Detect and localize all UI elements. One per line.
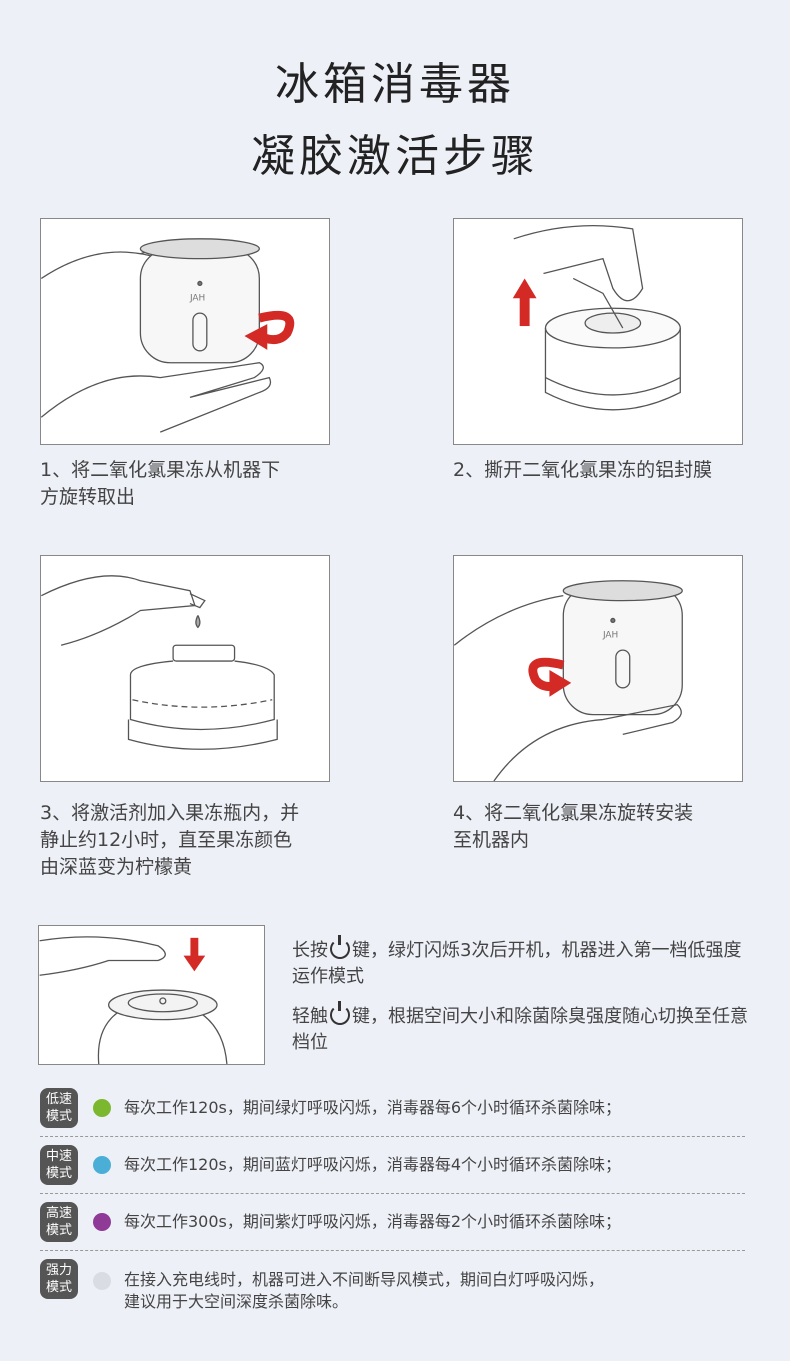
step-2-caption: 2、撕开二氧化氯果冻的铝封膜 [453, 459, 713, 481]
power-press-illustration [38, 925, 265, 1065]
mode-description: 每次工作120s，期间绿灯呼吸闪烁，消毒器每6个小时循环杀菌除味； [124, 1098, 622, 1117]
step-3-illustration [40, 555, 330, 782]
step-1-illustration: JAH [40, 218, 330, 445]
mode-tag: 低速模式 [40, 1088, 78, 1128]
mode-strong: 强力模式 在接入充电线时，机器可进入不间断导风模式，期间白灯呼吸闪烁，建议用于大… [40, 1259, 760, 1313]
white-light-dot [93, 1272, 111, 1290]
power-icon [330, 935, 350, 959]
mode-low: 低速模式 每次工作120s，期间绿灯呼吸闪烁，消毒器每6个小时循环杀菌除味； [40, 1088, 760, 1128]
mode-description: 每次工作120s，期间蓝灯呼吸闪烁，消毒器每4个小时循环杀菌除味； [124, 1155, 622, 1174]
mode-description: 每次工作300s，期间紫灯呼吸闪烁，消毒器每2个小时循环杀菌除味； [124, 1212, 622, 1231]
divider [40, 1136, 745, 1137]
divider [40, 1193, 745, 1194]
long-press-instruction: 长按键，绿灯闪烁3次后开机，机器进入第一档低强度运作模式 [292, 935, 742, 987]
step-1-caption: 1、将二氧化氯果冻从机器下方旋转取出 [40, 459, 281, 508]
mode-tag: 高速模式 [40, 1202, 78, 1242]
step-4-caption: 4、将二氧化氯果冻旋转安装至机器内 [453, 802, 694, 851]
mode-medium: 中速模式 每次工作120s，期间蓝灯呼吸闪烁，消毒器每4个小时循环杀菌除味； [40, 1145, 760, 1185]
mode-high: 高速模式 每次工作300s，期间紫灯呼吸闪烁，消毒器每2个小时循环杀菌除味； [40, 1202, 760, 1242]
mode-tag: 中速模式 [40, 1145, 78, 1185]
svg-text:JAH: JAH [602, 630, 618, 640]
step-2-illustration [453, 218, 743, 445]
blue-light-dot [93, 1156, 111, 1174]
title-line-2: 凝胶激活步骤 [251, 131, 539, 182]
mode-tag: 强力模式 [40, 1259, 78, 1299]
step-3-caption: 3、将激活剂加入果冻瓶内，并静止约12小时，直至果冻颜色由深蓝变为柠檬黄 [40, 802, 300, 878]
step-4-illustration: JAH [453, 555, 743, 782]
green-light-dot [93, 1099, 111, 1117]
mode-description: 在接入充电线时，机器可进入不间断导风模式，期间白灯呼吸闪烁，建议用于大空间深度杀… [124, 1270, 605, 1311]
divider [40, 1250, 745, 1251]
brand-label: JAH [189, 293, 205, 303]
purple-light-dot [93, 1213, 111, 1231]
power-icon [330, 1001, 350, 1025]
tap-instruction: 轻触键，根据空间大小和除菌除臭强度随心切换至任意档位 [292, 1001, 748, 1053]
title-line-1: 冰箱消毒器 [275, 59, 515, 110]
